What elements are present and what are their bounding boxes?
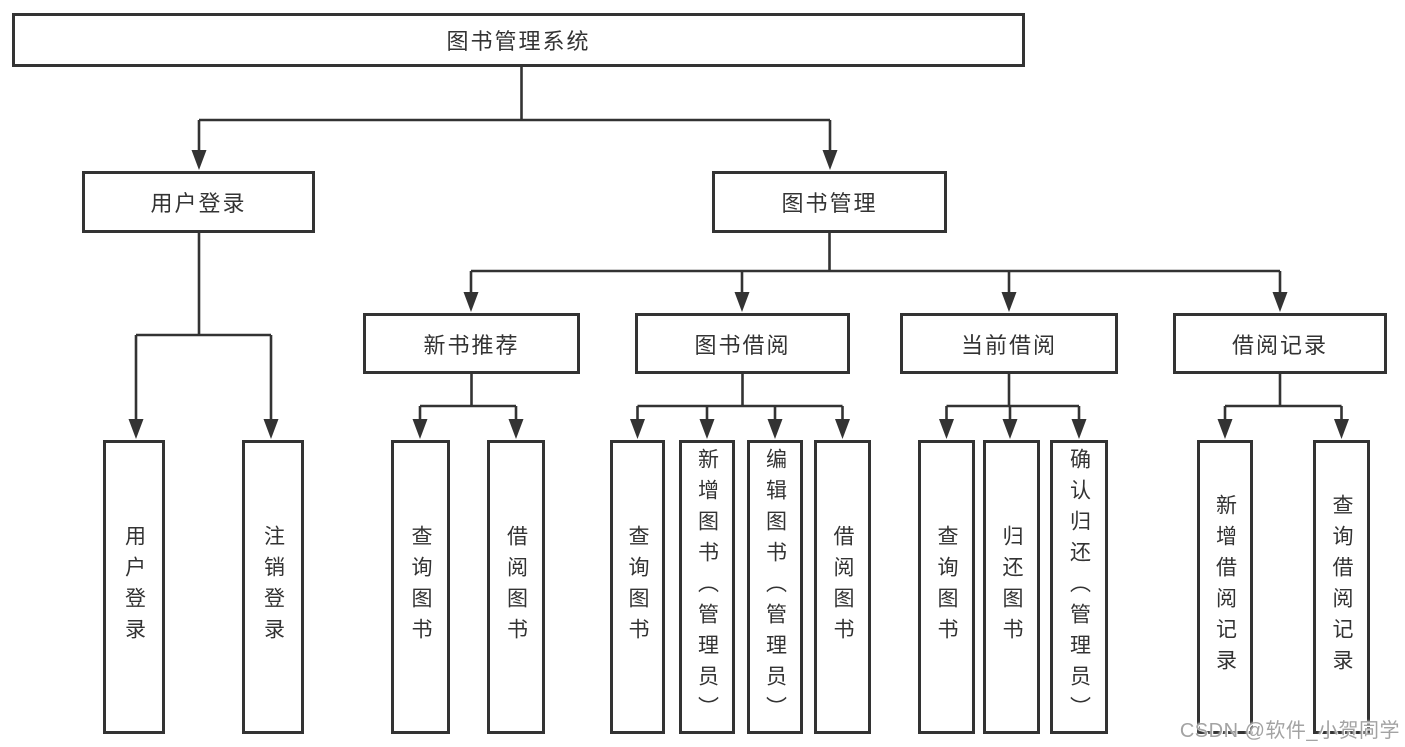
node-borrow-records-label: 借阅记录: [1231, 332, 1328, 358]
leaf-borrow-books-2: 借阅图书: [814, 440, 871, 734]
node-user-login: 用户登录: [82, 171, 315, 233]
leaf-user-login-label: 用户登录: [122, 525, 146, 649]
leaf-borrow-books-2-label: 借阅图书: [831, 525, 854, 649]
node-current-borrow-label: 当前借阅: [960, 332, 1057, 358]
leaf-confirm-return-admin: 确认归还（管理员）: [1050, 440, 1108, 734]
node-new-book-recommend-label: 新书推荐: [423, 332, 520, 358]
leaf-query-books-3: 查询图书: [918, 440, 975, 734]
leaf-return-books: 归还图书: [983, 440, 1040, 734]
leaf-query-books-2: 查询图书: [610, 440, 665, 734]
leaf-borrow-books-1: 借阅图书: [487, 440, 545, 734]
leaf-return-books-label: 归还图书: [1000, 525, 1023, 649]
leaf-add-books-admin: 新增图书（管理员）: [679, 440, 735, 734]
node-new-book-recommend: 新书推荐: [363, 313, 580, 374]
leaf-add-books-admin-label: 新增图书（管理员）: [695, 447, 719, 727]
leaf-query-books-2-label: 查询图书: [626, 525, 649, 649]
node-root: 图书管理系统: [12, 13, 1025, 67]
leaf-query-borrow-record-label: 查询借阅记录: [1330, 494, 1353, 680]
node-book-borrow-label: 图书借阅: [694, 332, 791, 358]
node-book-borrow: 图书借阅: [635, 313, 850, 374]
node-book-management-label: 图书管理: [781, 191, 878, 216]
node-current-borrow: 当前借阅: [900, 313, 1118, 374]
leaf-logout-label: 注销登录: [261, 525, 285, 649]
leaf-edit-books-admin-label: 编辑图书（管理员）: [763, 447, 787, 727]
node-borrow-records: 借阅记录: [1173, 313, 1387, 374]
leaf-add-borrow-record: 新增借阅记录: [1197, 440, 1253, 734]
leaf-edit-books-admin: 编辑图书（管理员）: [747, 440, 803, 734]
leaf-confirm-return-admin-label: 确认归还（管理员）: [1067, 447, 1091, 727]
leaf-query-books-1-label: 查询图书: [409, 525, 432, 649]
leaf-logout: 注销登录: [242, 440, 304, 734]
node-user-login-label: 用户登录: [150, 191, 247, 216]
leaf-add-borrow-record-label: 新增借阅记录: [1213, 494, 1237, 680]
leaf-query-books-1: 查询图书: [391, 440, 450, 734]
node-book-management: 图书管理: [712, 171, 947, 233]
node-root-label: 图书管理系统: [446, 29, 591, 54]
arrowheads: [128, 150, 1349, 439]
csdn-watermark: CSDN @软件_小贺同学: [1179, 720, 1400, 742]
leaf-user-login: 用户登录: [103, 440, 165, 734]
leaf-borrow-books-1-label: 借阅图书: [504, 525, 528, 649]
leaf-query-borrow-record: 查询借阅记录: [1313, 440, 1370, 734]
leaf-query-books-3-label: 查询图书: [935, 525, 958, 649]
